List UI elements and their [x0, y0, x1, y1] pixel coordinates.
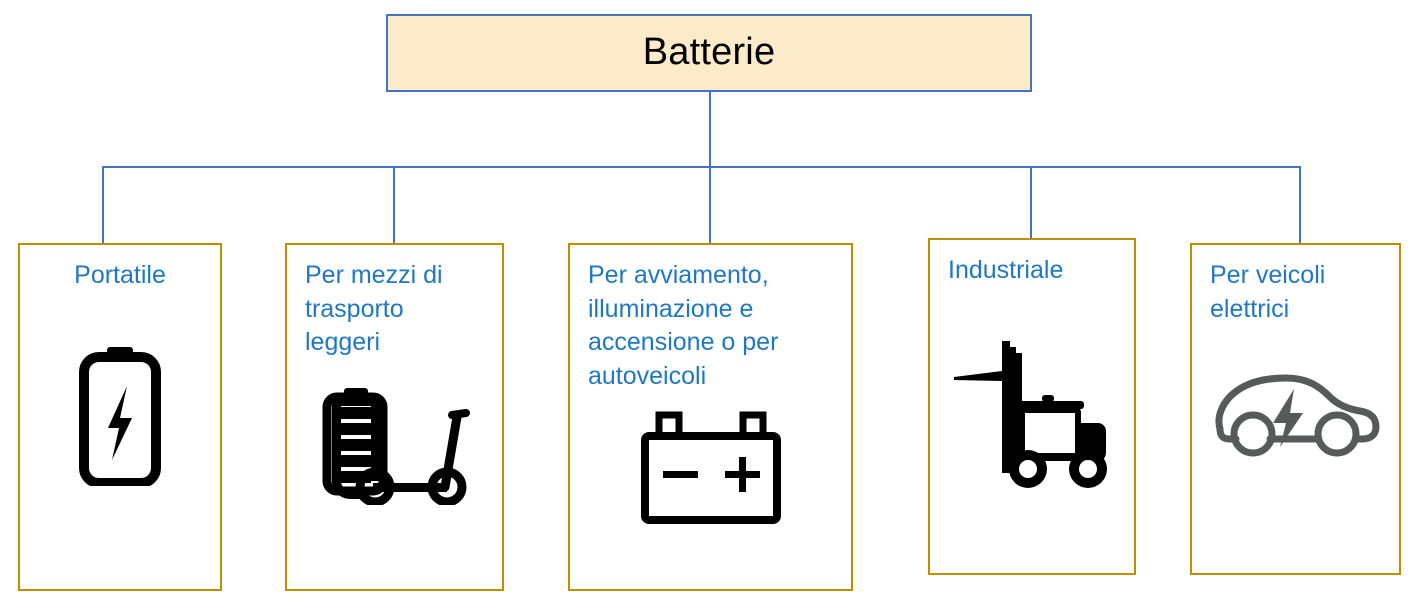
leaf-node-veicoli-elettrici[interactable]: Per veicoli elettrici: [1190, 243, 1401, 575]
connector-branch-5: [1299, 166, 1301, 244]
connector-root-stem: [709, 92, 711, 167]
connector-branch-1: [102, 166, 104, 244]
root-node-batterie[interactable]: Batterie: [386, 14, 1032, 92]
leaf-node-label: Industriale: [948, 256, 1064, 284]
connector-branch-2: [393, 166, 395, 244]
battery-scooter-icon: [287, 360, 502, 590]
connector-horizontal-bus: [102, 166, 1300, 168]
car-battery-terminals-icon: [570, 393, 851, 589]
connector-branch-4: [1030, 166, 1032, 239]
leaf-node-label: Per avviamento, illuminazione e accensio…: [588, 261, 779, 390]
electric-car-icon: [1192, 326, 1399, 573]
leaf-node-industriale[interactable]: Industriale: [928, 238, 1136, 575]
leaf-node-label: Per veicoli elettrici: [1210, 261, 1326, 323]
leaf-node-mezzi-trasporto-leggeri[interactable]: Per mezzi di trasporto leggeri: [285, 243, 504, 591]
root-node-label: Batterie: [642, 31, 776, 74]
connector-branch-3: [709, 166, 711, 244]
leaf-node-portatile[interactable]: Portatile: [18, 243, 222, 591]
leaf-node-label: Per mezzi di trasporto leggeri: [305, 261, 443, 356]
battery-bolt-icon: [20, 293, 220, 590]
leaf-node-avviamento-autoveicoli[interactable]: Per avviamento, illuminazione e accensio…: [568, 243, 853, 591]
leaf-node-label: Portatile: [74, 261, 166, 289]
forklift-icon: [930, 288, 1134, 574]
